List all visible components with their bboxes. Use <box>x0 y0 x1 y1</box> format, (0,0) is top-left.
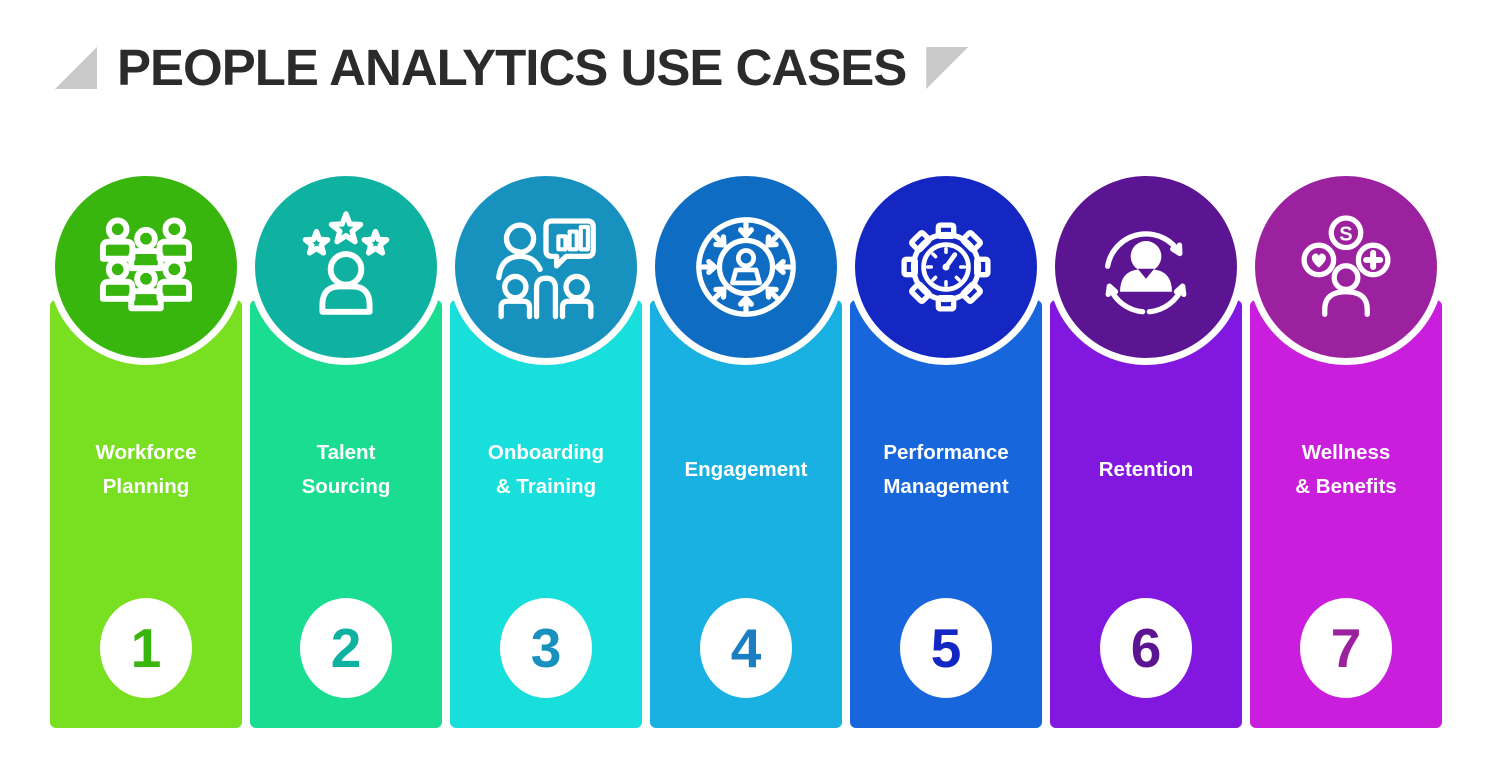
step-number-badge: 4 <box>700 598 792 698</box>
label-line-1: Wellness <box>1301 441 1391 464</box>
icon-circle <box>648 169 844 365</box>
use-case-label: Engagement <box>650 428 842 512</box>
use-case-label: Workforce Planning <box>50 428 242 512</box>
title-left-triangle-icon <box>55 47 97 90</box>
icon-circle <box>48 169 244 365</box>
label-line-2: Planning <box>102 475 190 498</box>
label-line-2: & Training <box>495 475 597 498</box>
step-number-badge: 3 <box>500 598 592 698</box>
column-workforce-planning: Workforce Planning 1 <box>48 169 244 728</box>
people-group-icon <box>87 208 205 326</box>
column-retention: Retention 6 <box>1048 169 1244 728</box>
icon-circle <box>1048 169 1244 365</box>
step-number-badge: 5 <box>900 598 992 698</box>
step-number: 4 <box>730 616 762 679</box>
label-line-1: Onboarding <box>487 441 605 464</box>
step-number: 6 <box>1130 616 1162 679</box>
use-case-columns: Workforce Planning 1 Talent Sourcing 2 <box>48 169 1444 728</box>
label-line-1: Talent <box>316 441 376 464</box>
label-line-1: Engagement <box>684 458 808 481</box>
column-talent-sourcing: Talent Sourcing 2 <box>248 169 444 728</box>
column-wellness-benefits: S Wellness & Benefits 7 <box>1248 169 1444 728</box>
label-line-2: Sourcing <box>301 475 391 498</box>
step-number: 7 <box>1330 616 1362 679</box>
column-performance-management: Performance Management 5 <box>848 169 1044 728</box>
use-case-label: Talent Sourcing <box>250 428 442 512</box>
use-case-label: Onboarding & Training <box>450 428 642 512</box>
step-number-badge: 2 <box>300 598 392 698</box>
icon-circle: S <box>1248 169 1444 365</box>
step-number: 2 <box>330 616 362 679</box>
gear-gauge-icon <box>887 208 1005 326</box>
step-number-badge: 1 <box>100 598 192 698</box>
step-number-badge: 6 <box>1100 598 1192 698</box>
use-case-label: Performance Management <box>850 428 1042 512</box>
label-line-1: Workforce <box>95 441 197 464</box>
wellness-benefits-icon: S <box>1301 215 1391 317</box>
person-cycle-icon <box>1104 231 1187 315</box>
svg-text:S: S <box>1339 223 1352 245</box>
step-number: 5 <box>930 616 962 679</box>
person-stars-icon <box>302 211 390 315</box>
use-case-label: Wellness & Benefits <box>1250 428 1442 512</box>
icon-circle <box>248 169 444 365</box>
page-title: PEOPLE ANALYTICS USE CASES <box>117 39 907 96</box>
label-line-2: & Benefits <box>1295 475 1397 498</box>
column-engagement: Engagement 4 <box>648 169 844 728</box>
label-line-2: Management <box>883 475 1009 498</box>
step-number: 3 <box>530 616 562 679</box>
engagement-arrows-icon <box>696 217 796 317</box>
use-case-label: Retention <box>1050 428 1242 512</box>
step-number: 1 <box>130 616 162 679</box>
icon-circle <box>848 169 1044 365</box>
icon-circle <box>448 169 644 365</box>
title-right-triangle-icon <box>926 47 969 90</box>
label-line-1: Retention <box>1098 458 1194 481</box>
label-line-1: Performance <box>883 441 1009 464</box>
column-onboarding-training: Onboarding & Training 3 <box>448 169 644 728</box>
training-presentation-icon <box>496 218 596 320</box>
header: PEOPLE ANALYTICS USE CASES <box>55 39 969 96</box>
step-number-badge: 7 <box>1300 598 1392 698</box>
